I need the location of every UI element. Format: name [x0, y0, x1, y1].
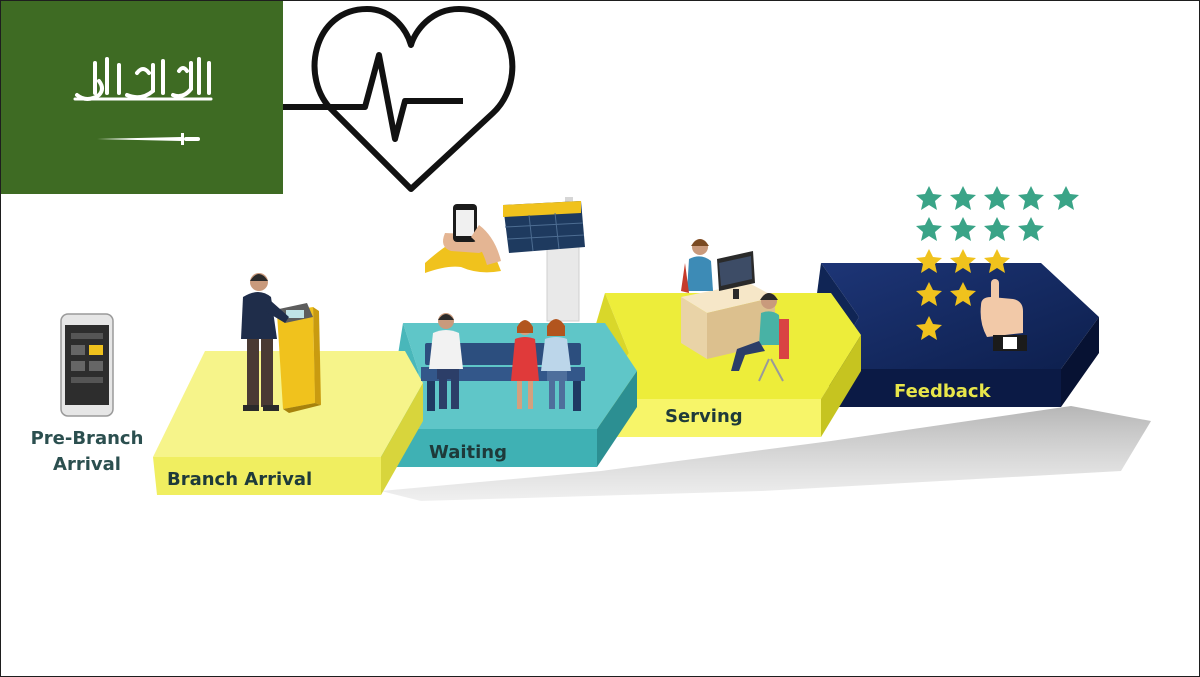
- label-pre-branch-arrival: Pre-Branch Arrival: [30, 428, 144, 475]
- display-board-icon: [503, 197, 585, 322]
- pointing-hand-icon: [980, 279, 1027, 351]
- customer-at-desk: [731, 293, 789, 382]
- waiting-man: [429, 313, 463, 409]
- heartbeat-icon: [283, 6, 516, 192]
- label-branch-arrival: Branch Arrival: [167, 469, 313, 490]
- waiting-woman-red: [511, 320, 539, 409]
- smartphone-icon: [60, 313, 114, 417]
- shahada-script: [73, 57, 213, 101]
- waiting-bench: [421, 343, 585, 411]
- waiting-woman-blue: [541, 319, 571, 409]
- customer-at-kiosk: [241, 273, 289, 411]
- rating-stars-icon: [916, 186, 1079, 340]
- label-feedback: Feedback: [894, 381, 991, 402]
- saudi-flag-icon: [1, 1, 283, 194]
- hand-phone-icon: [425, 204, 501, 273]
- floor-shadow: [381, 406, 1151, 501]
- sword-icon: [97, 133, 200, 145]
- label-serving: Serving: [665, 406, 743, 427]
- label-waiting: Waiting: [429, 442, 508, 463]
